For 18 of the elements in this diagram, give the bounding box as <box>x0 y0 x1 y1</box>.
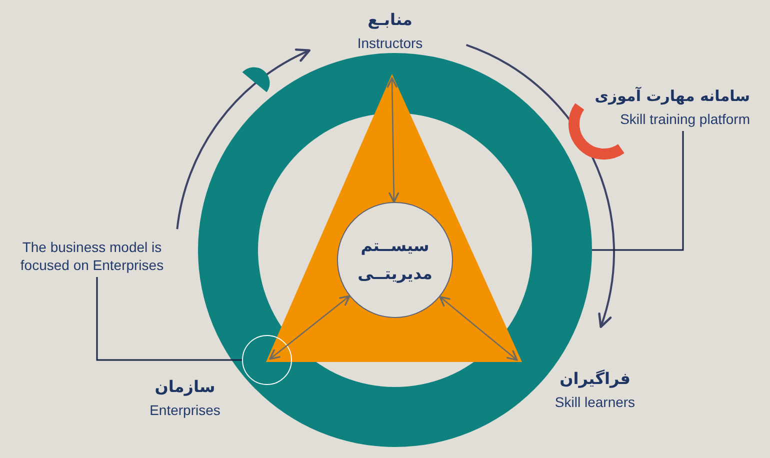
node-heading: منابـع <box>368 9 412 31</box>
node-heading: سازمان <box>154 376 216 398</box>
curved-arrow <box>176 49 311 230</box>
double-headed-arrow <box>439 296 518 361</box>
double-headed-arrow <box>269 295 350 360</box>
curved-arrow <box>466 44 615 328</box>
node-subtitle: Enterprises <box>150 401 220 419</box>
node-heading: فراگیران <box>560 368 630 390</box>
double-headed-arrow <box>386 77 400 203</box>
node-subtitle: Instructors <box>357 34 423 52</box>
leader-line <box>96 277 242 361</box>
node-text: The business model is focused on Enterprises <box>12 238 172 274</box>
node-label: سیســتم مدیریتــی <box>356 235 434 285</box>
node-heading: سامانه مهارت آموزی <box>594 86 750 107</box>
node-subtitle: Skill training platform <box>620 110 750 128</box>
leader-line <box>592 131 684 251</box>
circle-outline <box>242 335 292 385</box>
node-subtitle: Skill learners <box>554 393 636 411</box>
